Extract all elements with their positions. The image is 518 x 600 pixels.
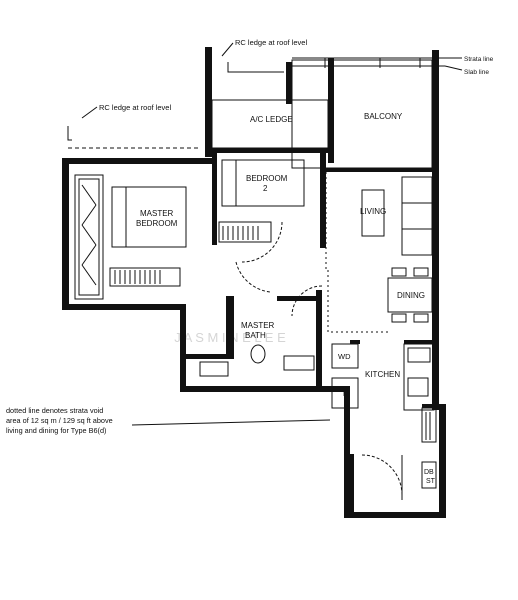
wall-segment [326,168,432,172]
bed-pillows [221,159,237,207]
db-cabinet [421,407,437,443]
vanity [283,355,315,371]
wall-segment [432,50,439,410]
wall-segment [328,58,334,163]
label-ac-ledge: A/C LEDGE [250,115,293,124]
door-swing [291,285,323,317]
kitchen-counter [403,343,435,411]
dining-chair [391,313,407,323]
label-fridge: F [343,389,348,398]
wall-segment [320,148,326,248]
rc-ledge-left-bracket [67,126,72,141]
walls [62,47,446,518]
label-master-bedroom-2: BEDROOM [136,219,178,228]
bedroom2-wardrobe [218,221,272,243]
note-line-1: dotted line denotes strata void [6,406,104,415]
rc-ledge-top [227,62,284,73]
label-db: DB [424,469,434,476]
bed-pillows [111,186,127,248]
label-balcony: BALCONY [364,112,403,121]
strata-void-line [325,172,388,333]
door-swing [241,221,283,263]
toilet [250,344,266,364]
wall-segment [212,148,330,153]
label-strata-line: Strata line [464,56,494,63]
bay-window-inner [78,178,100,296]
label-bedroom2: BEDROOM [246,174,288,183]
wall-segment [186,354,234,359]
leader-rc-top [221,42,234,57]
label-master-bedroom: MASTER [140,209,174,218]
label-dining: DINING [397,291,425,300]
wall-segment [439,404,446,517]
wall-segment [205,47,212,157]
dining-table [387,277,433,313]
wall-segment [286,62,292,104]
outlines [67,42,463,500]
balcony-area [291,59,433,169]
ac-ledge-area [211,99,329,149]
wall-segment [350,340,360,344]
label-rc-ledge-left: RC ledge at roof level [99,103,171,112]
sink [407,377,429,397]
label-st: ST [426,478,436,485]
wall-segment [316,290,322,386]
hob [407,347,431,363]
wall-segment [212,153,217,245]
fridge-box [331,377,359,409]
wall-segment [344,512,446,518]
master-wardrobe [109,267,181,287]
wall-segment [226,296,234,356]
label-bedroom2-num: 2 [263,184,268,193]
wall-segment [62,304,184,310]
wall-segment [348,454,354,512]
wd-box [331,343,359,369]
label-kitchen: KITCHEN [365,370,400,379]
wall-segment [62,158,217,164]
living-sofa [401,176,433,256]
door-swing [361,454,403,496]
leader-slab-line [444,65,463,71]
label-master-bath-2: BATH [245,331,266,340]
note-line-2: area of 12 sq m / 129 sq ft above [6,416,113,425]
dining-chair [391,267,407,277]
wall-segment [422,404,439,408]
wall-segment [180,304,186,390]
wall-segment [277,296,321,301]
bay-window [74,174,104,300]
wall-segment [344,386,350,517]
wall-segment [404,340,434,344]
wardrobe-hatch [81,184,431,440]
label-wd: WD [338,352,351,361]
shower-screen [199,361,229,377]
dining-chair [413,313,429,323]
leader-rc-left [81,106,98,119]
wall-segment [62,160,69,310]
room-labels: RC ledge at roof level RC ledge at roof … [99,38,494,485]
label-rc-ledge-top: RC ledge at roof level [235,38,307,47]
coffee-table [361,189,385,237]
label-master-bath: MASTER [241,321,275,330]
st-cabinet [421,461,437,489]
note-line-3: living and dining for Type B6(d) [6,426,107,435]
label-living: LIVING [360,207,386,216]
dining-chair [413,267,429,277]
door-swing [235,261,271,293]
leader-strata [131,419,331,426]
strata-void-note: dotted line denotes strata void area of … [6,406,196,436]
wall-segment [180,386,344,392]
label-slab-line: Slab line [464,69,489,76]
